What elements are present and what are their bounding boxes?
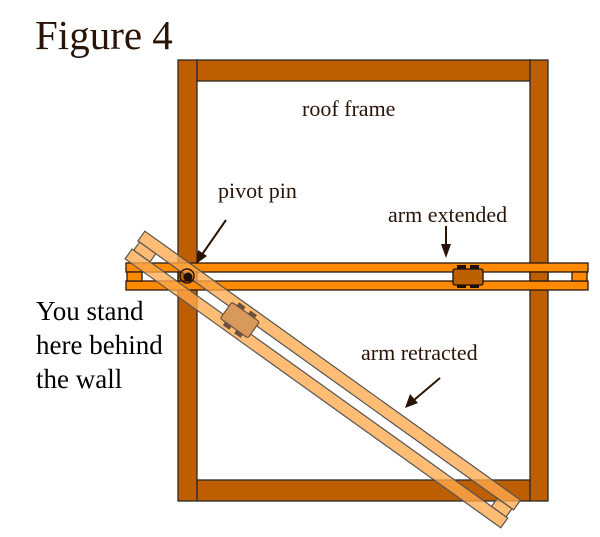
stand-line-3: the wall — [36, 364, 123, 394]
frame-post-overlap — [529, 271, 549, 282]
label-arm-retracted: arm retracted — [361, 340, 478, 365]
arm-extended-top-rail — [125, 262, 589, 273]
pivot-pin — [179, 268, 195, 284]
pivot-arrow-icon — [196, 219, 227, 264]
arm-extended-bottom-rail — [125, 280, 589, 291]
label-roof-frame: roof frame — [302, 96, 396, 121]
arm-retracted — [124, 230, 522, 529]
retracted-arrow-icon — [405, 377, 441, 408]
label-arm-extended: arm extended — [388, 202, 508, 227]
arm-retracted-carriage — [220, 302, 260, 338]
stand-line-1: You stand — [36, 296, 144, 326]
label-pivot-pin: pivot pin — [218, 178, 297, 203]
arm-retracted-left-block — [132, 241, 157, 263]
arrows — [196, 219, 451, 408]
stand-line-2: here behind — [36, 330, 163, 360]
figure-title: Figure 4 — [35, 12, 173, 58]
frame-top-beam — [196, 59, 531, 82]
arm-retracted-top-rail — [137, 230, 522, 511]
extended-arrow-icon — [441, 226, 451, 258]
carriage-body — [452, 268, 484, 286]
arm-extended-right-block — [571, 271, 588, 282]
label-stand-position: You stand here behind the wall — [36, 294, 186, 396]
arm-extended-carriage — [452, 265, 484, 288]
arm-extended-left-block — [126, 271, 143, 282]
arm-retracted-right-block — [490, 497, 513, 518]
